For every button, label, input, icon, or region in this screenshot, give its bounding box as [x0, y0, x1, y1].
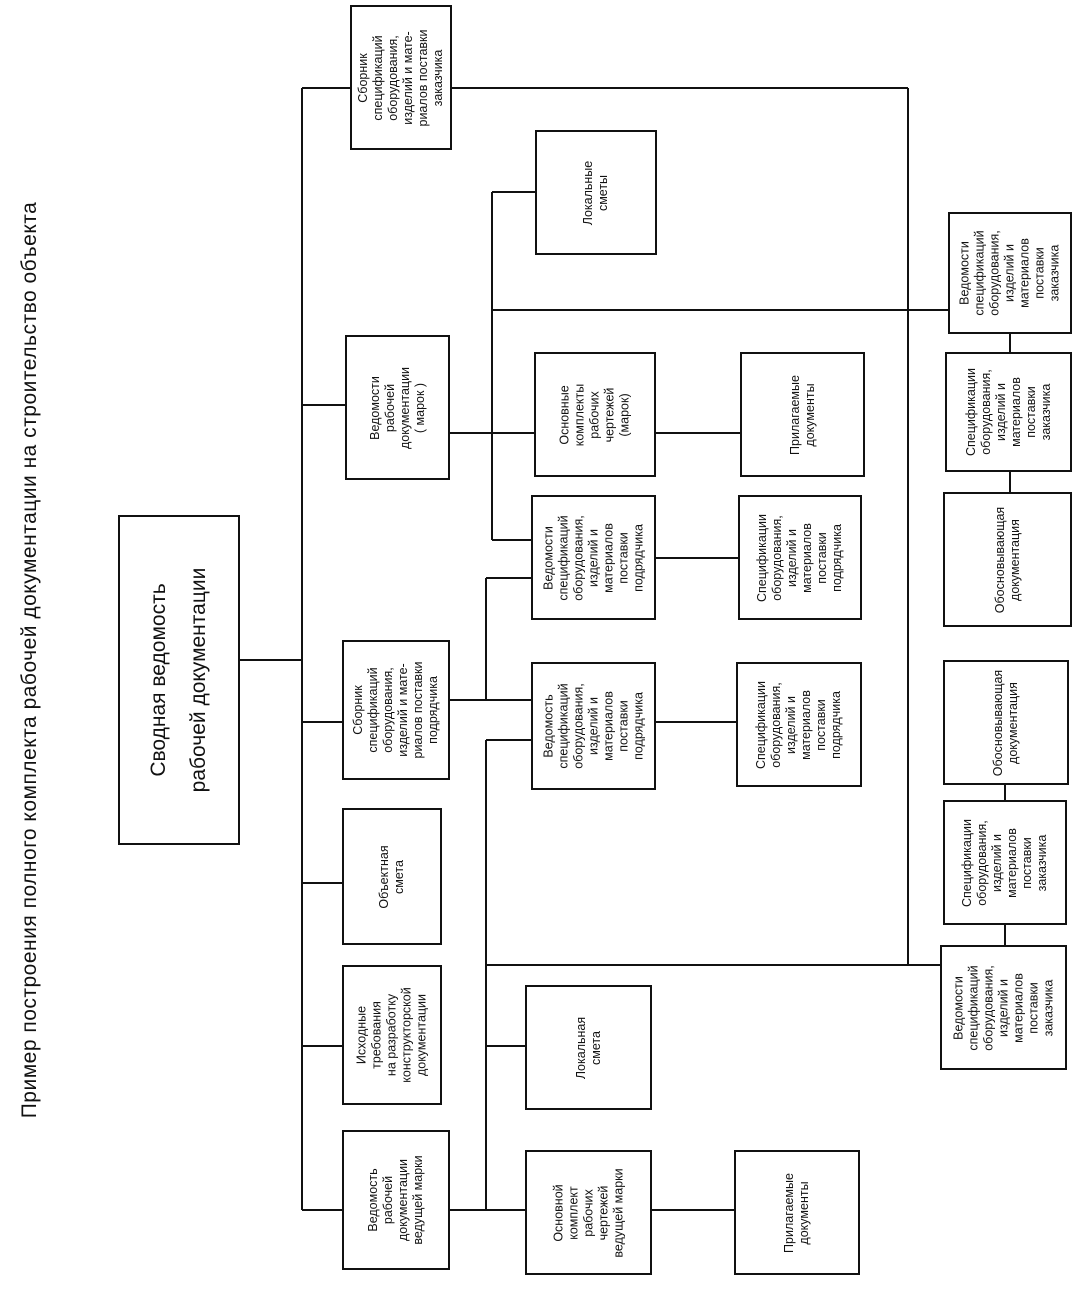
- root-summary-label: Сводная ведомость рабочей документации: [147, 567, 210, 793]
- customer-specs-box-2: Спецификации оборудования, изделий и мат…: [943, 800, 1067, 925]
- contractor-specs-box-1: Спецификации оборудования, изделий и мат…: [738, 495, 862, 620]
- customer-spec-lists-box-2: Ведомости спецификаций оборудования, изд…: [940, 945, 1067, 1070]
- contractor-specs-box-2: Спецификации оборудования, изделий и мат…: [736, 662, 862, 787]
- attached-documents-box-1: Прилагаемые документы: [740, 352, 865, 477]
- local-estimates-box: Локальные сметы: [535, 130, 657, 255]
- attached-documents-box-2: Прилагаемые документы: [734, 1150, 860, 1275]
- justification-docs-box-1: Обосновывающая документация: [943, 492, 1072, 627]
- justification-docs-box-2: Обосновывающая документация: [943, 660, 1069, 785]
- main-drawing-sets-box: Основные комплекты рабочих чертежей (мар…: [534, 352, 656, 477]
- contractor-spec-list-box: Ведомость спецификаций оборудования, изд…: [531, 662, 656, 790]
- contractor-spec-collection-box: Сборник спецификаций оборудования, издел…: [342, 640, 450, 780]
- root-summary-box: Сводная ведомость рабочей документации: [118, 515, 240, 845]
- object-estimate-box: Объектная смета: [342, 808, 442, 945]
- lead-brand-docs-list-box: Ведомость рабочей документации ведущей м…: [342, 1130, 450, 1270]
- lead-brand-drawing-set-box: Основной комплект рабочих чертежей ведущ…: [525, 1150, 652, 1275]
- customer-spec-collection-box: Сборник спецификаций оборудования, издел…: [350, 5, 452, 150]
- contractor-spec-lists-box: Ведомости спецификаций оборудования, изд…: [531, 495, 656, 620]
- local-estimate-box: Локальная смета: [525, 985, 652, 1110]
- customer-spec-lists-box-1: Ведомости спецификаций оборудования, изд…: [948, 212, 1072, 334]
- initial-requirements-box: Исходные требования на разработку констр…: [342, 965, 442, 1105]
- customer-specs-box-1: Спецификации оборудования, изделий и мат…: [945, 352, 1072, 472]
- working-docs-lists-box: Ведомости рабочей документации ( марок ): [345, 335, 450, 480]
